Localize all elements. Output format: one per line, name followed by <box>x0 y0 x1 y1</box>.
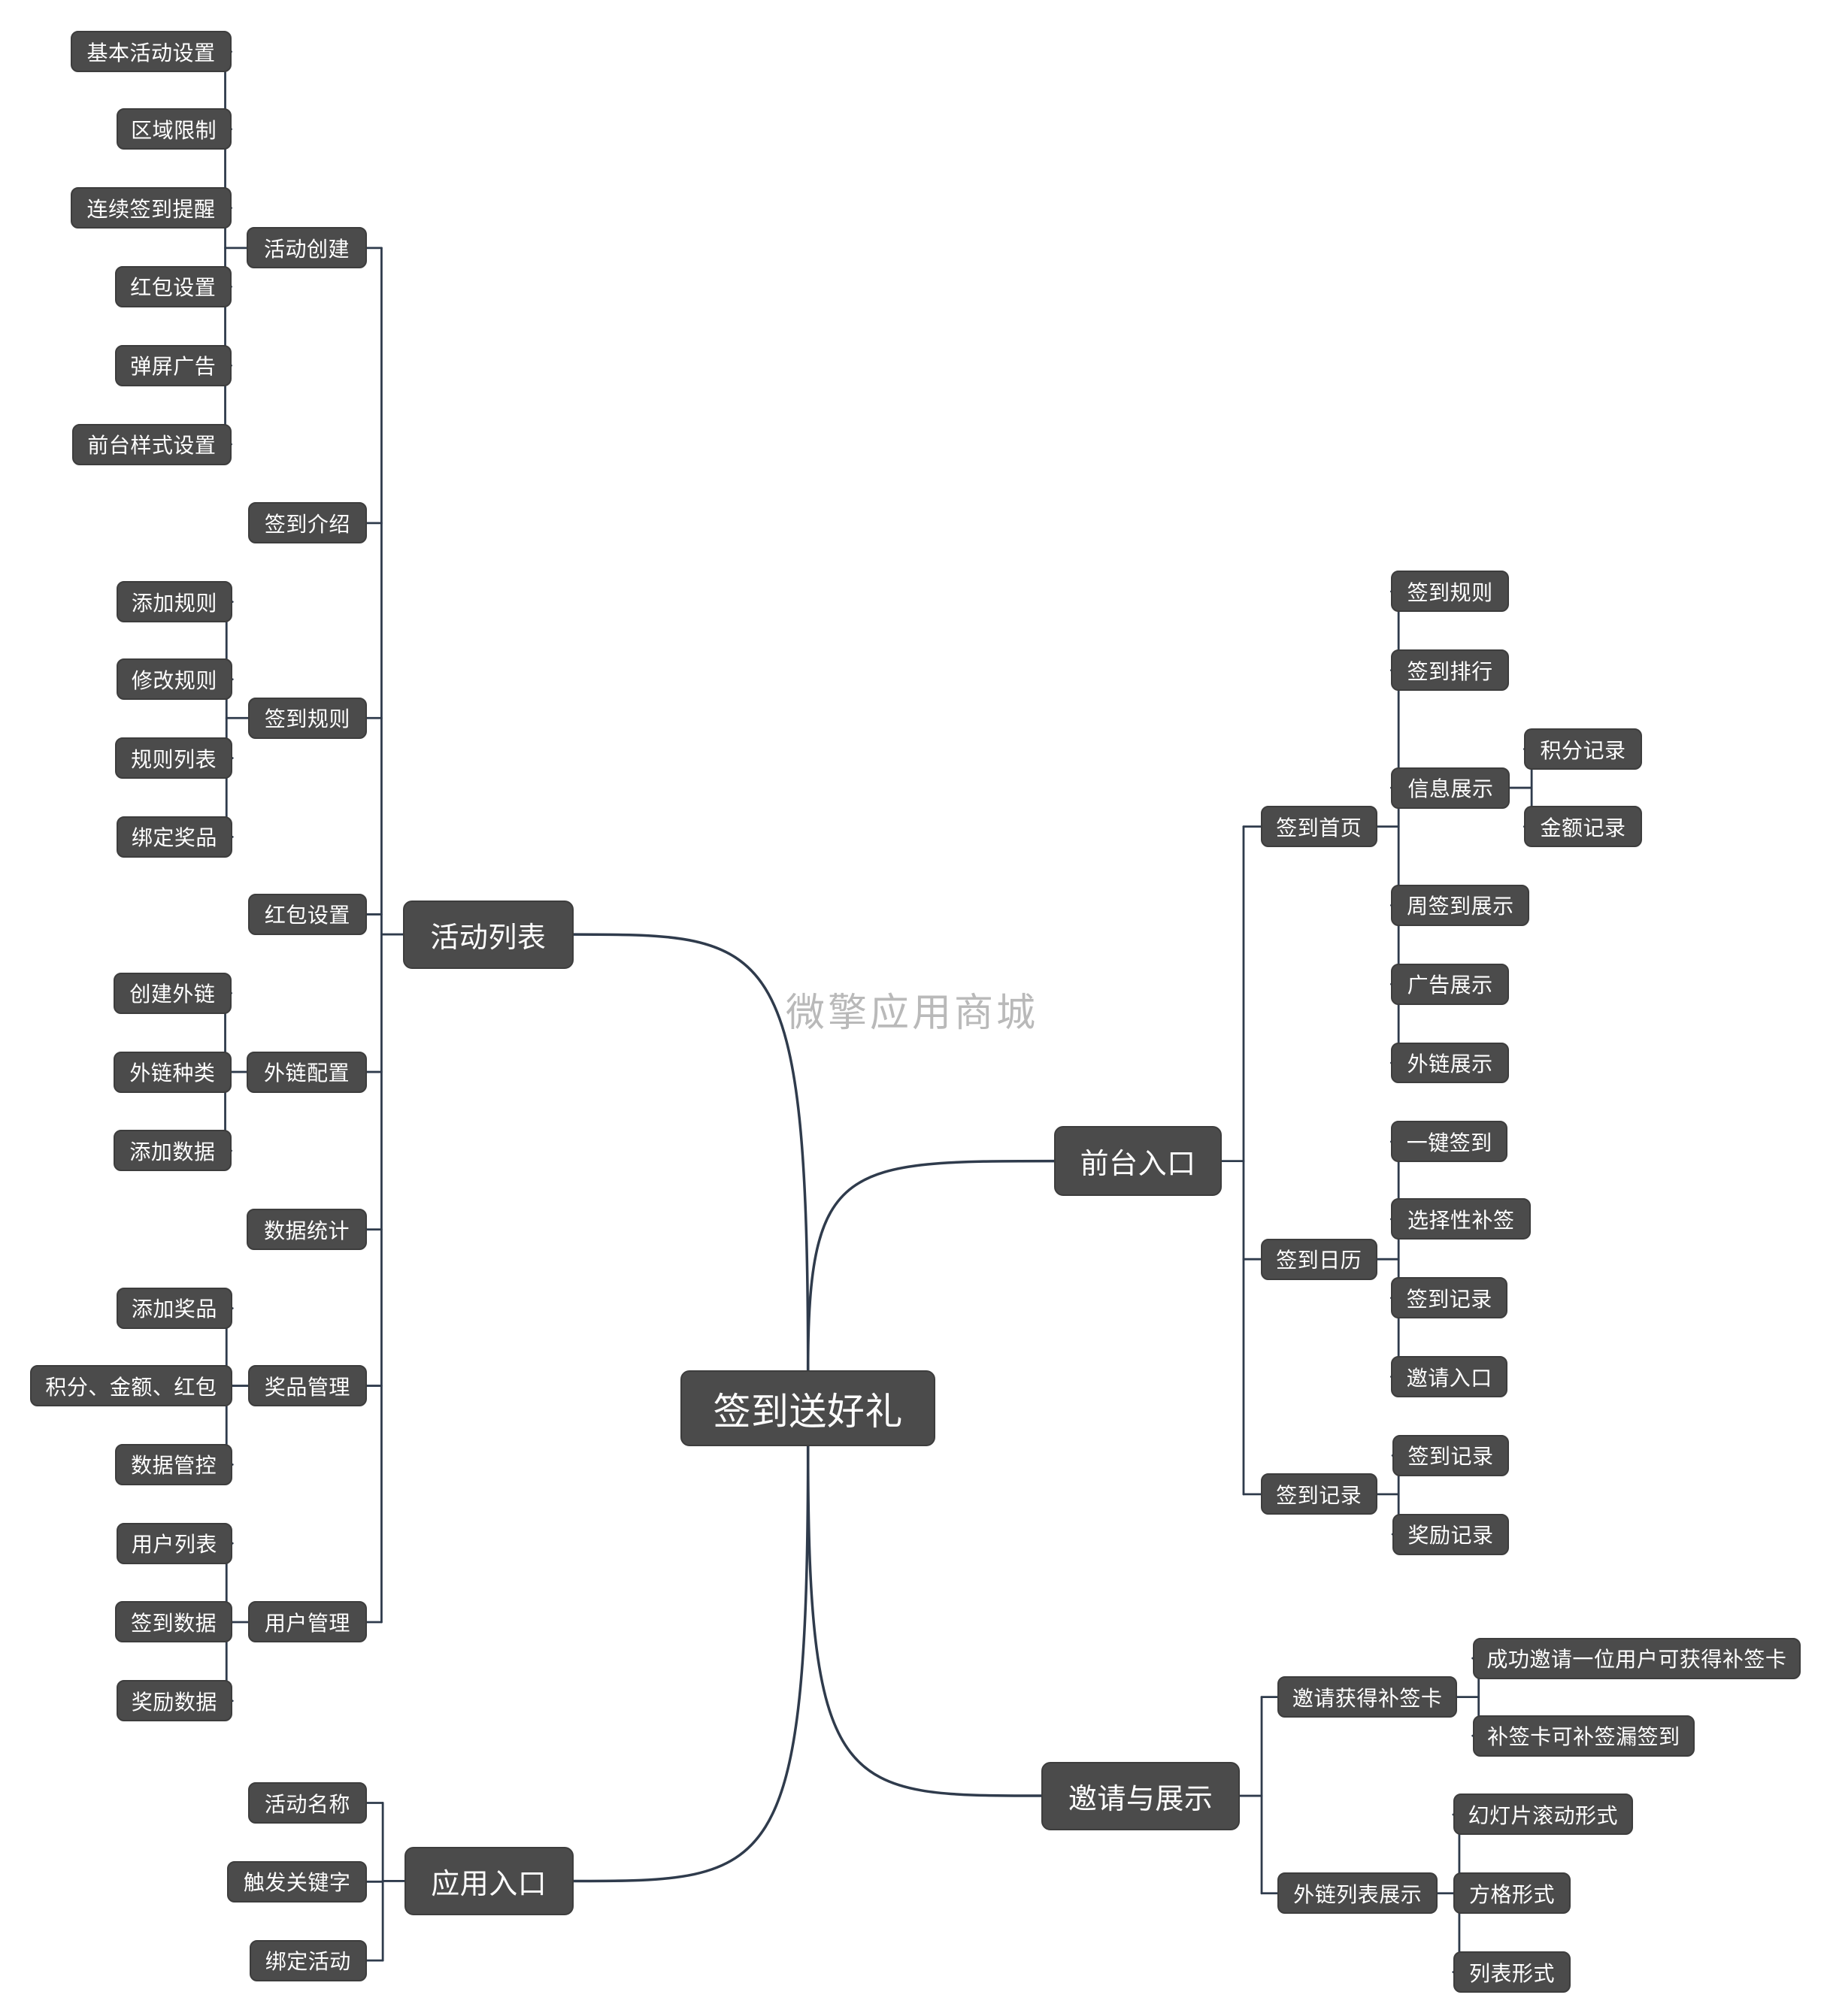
topic-node[interactable]: 幻灯片滚动形式 <box>1453 1794 1633 1836</box>
topic-node[interactable]: 添加数据 <box>114 1130 232 1172</box>
topic-node[interactable]: 外链展示 <box>1391 1042 1509 1084</box>
topic-node[interactable]: 弹屏广告 <box>114 344 232 386</box>
topic-node[interactable]: 积分记录 <box>1524 728 1642 770</box>
topic-node[interactable]: 选择性补签 <box>1391 1198 1531 1240</box>
topic-node[interactable]: 外链种类 <box>114 1051 232 1093</box>
topic-node[interactable]: 添加奖品 <box>116 1287 233 1329</box>
topic-node[interactable]: 连续签到提醒 <box>71 187 232 229</box>
topic-node[interactable]: 签到记录 <box>1260 1473 1377 1515</box>
topic-node[interactable]: 签到规则 <box>247 697 367 739</box>
topic-node[interactable]: 奖励数据 <box>116 1680 233 1722</box>
topic-node[interactable]: 签到排行 <box>1391 649 1509 692</box>
central-topic[interactable]: 签到送好礼 <box>680 1370 935 1447</box>
topic-node[interactable]: 积分、金额、红包 <box>29 1365 233 1407</box>
topic-node[interactable]: 添加规则 <box>116 581 233 623</box>
topic-node[interactable]: 签到规则 <box>1391 571 1509 613</box>
topic-node[interactable]: 金额记录 <box>1524 806 1642 848</box>
topic-node[interactable]: 用户列表 <box>116 1522 233 1564</box>
topic-node[interactable]: 外链列表展示 <box>1277 1872 1438 1915</box>
topic-node[interactable]: 应用入口 <box>404 1846 574 1915</box>
topic-node[interactable]: 活动名称 <box>247 1782 367 1824</box>
topic-node[interactable]: 邀请获得补签卡 <box>1277 1676 1458 1718</box>
topic-node[interactable]: 绑定活动 <box>249 1939 367 1981</box>
topic-node[interactable]: 活动列表 <box>403 900 574 969</box>
topic-node[interactable]: 列表形式 <box>1453 1951 1571 1993</box>
topic-node[interactable]: 签到记录 <box>1391 1277 1508 1319</box>
topic-node[interactable]: 数据统计 <box>247 1209 367 1251</box>
topic-node[interactable]: 邀请与展示 <box>1041 1761 1241 1830</box>
topic-node[interactable]: 创建外链 <box>114 972 232 1014</box>
connector <box>572 933 810 1372</box>
topic-node[interactable]: 基本活动设置 <box>71 31 232 73</box>
topic-node[interactable]: 签到介绍 <box>247 502 367 544</box>
topic-node[interactable]: 签到记录 <box>1392 1434 1509 1476</box>
topic-node[interactable]: 红包设置 <box>247 893 367 935</box>
topic-node[interactable]: 方格形式 <box>1453 1872 1571 1915</box>
connector <box>806 1445 1043 1797</box>
topic-node[interactable]: 规则列表 <box>114 737 233 779</box>
topic-node[interactable]: 数据管控 <box>114 1443 233 1485</box>
topic-node[interactable]: 外链配置 <box>247 1051 367 1093</box>
topic-node[interactable]: 补签卡可补签漏签到 <box>1472 1715 1695 1757</box>
topic-node[interactable]: 奖励记录 <box>1392 1513 1509 1555</box>
topic-node[interactable]: 广告展示 <box>1391 963 1509 1005</box>
topic-node[interactable]: 奖品管理 <box>247 1365 367 1407</box>
topic-node[interactable]: 触发关键字 <box>227 1860 367 1902</box>
connector <box>572 1445 810 1883</box>
topic-node[interactable]: 活动创建 <box>247 227 367 269</box>
topic-node[interactable]: 签到数据 <box>114 1601 233 1643</box>
topic-node[interactable]: 一键签到 <box>1391 1121 1508 1163</box>
topic-node[interactable]: 周签到展示 <box>1391 884 1530 926</box>
topic-node[interactable]: 签到日历 <box>1260 1238 1377 1280</box>
topic-node[interactable]: 前台入口 <box>1053 1126 1223 1196</box>
topic-node[interactable]: 区域限制 <box>116 108 232 150</box>
topic-node[interactable]: 前台样式设置 <box>72 423 232 465</box>
topic-node[interactable]: 签到首页 <box>1260 806 1377 848</box>
topic-node[interactable]: 成功邀请一位用户可获得补签卡 <box>1472 1637 1801 1679</box>
topic-node[interactable]: 修改规则 <box>116 658 233 701</box>
topic-node[interactable]: 红包设置 <box>114 265 232 307</box>
topic-node[interactable]: 邀请入口 <box>1391 1356 1508 1397</box>
watermark: 微擎应用商城 <box>786 991 1039 1036</box>
topic-node[interactable]: 信息展示 <box>1391 767 1510 809</box>
connector <box>806 1159 1056 1372</box>
topic-node[interactable]: 用户管理 <box>247 1601 367 1643</box>
topic-node[interactable]: 绑定奖品 <box>116 816 233 858</box>
